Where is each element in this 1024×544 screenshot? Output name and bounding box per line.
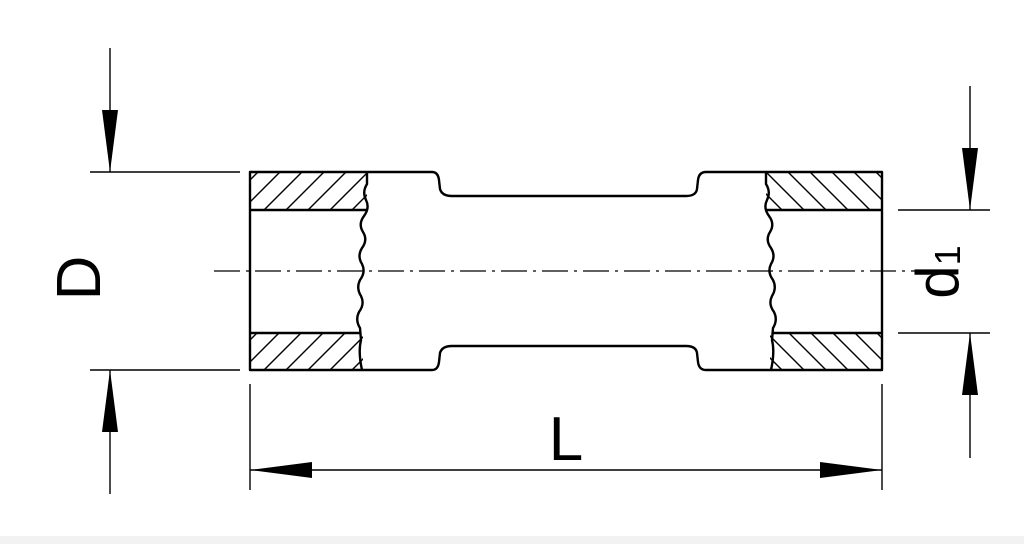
dimension-label-d1: d1 <box>904 245 971 298</box>
section-hatch-right-bottom <box>770 333 882 370</box>
arrow-L-left <box>250 462 312 478</box>
arrow-L-right <box>820 462 882 478</box>
break-line-left <box>356 172 369 371</box>
section-hatch-left-bottom <box>250 333 363 370</box>
section-hatch-right-top <box>766 173 882 210</box>
section-hatch-left-top <box>250 173 367 210</box>
dimension-label-D: D <box>45 256 114 301</box>
arrow-d1-top <box>962 148 978 210</box>
bottom-strip <box>0 536 1024 544</box>
dimension-label-d1-main: d <box>904 265 971 298</box>
break-line-right <box>764 172 777 371</box>
arrow-D-bottom <box>102 370 118 432</box>
arrow-D-top <box>102 110 118 172</box>
arrow-d1-bottom <box>962 333 978 395</box>
dimension-label-L: L <box>549 405 583 474</box>
dimension-label-d1-subscript: 1 <box>927 245 968 265</box>
